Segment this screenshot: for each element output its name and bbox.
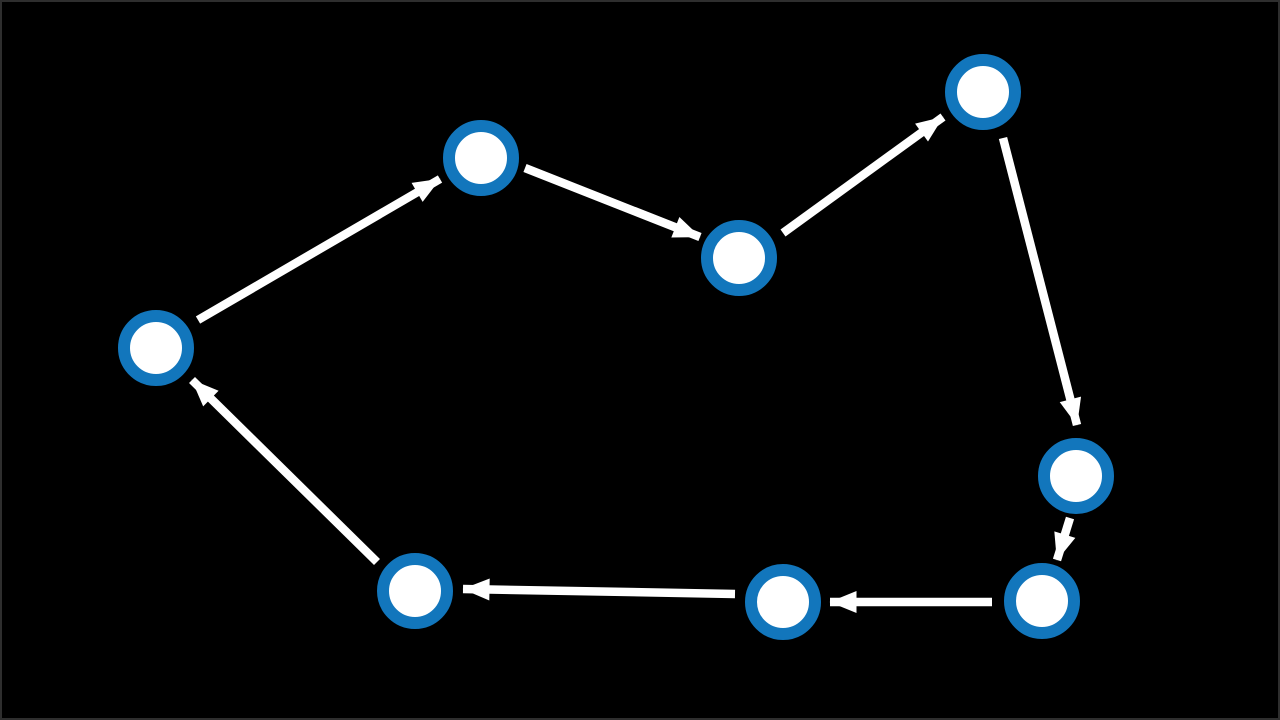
graph-node-n3	[701, 220, 777, 296]
graph-edge-n2-n3	[523, 164, 702, 241]
graph-edges-layer	[189, 113, 1082, 613]
graph-node-n4	[945, 54, 1021, 130]
graph-edge-n1-n2	[195, 175, 443, 324]
graph-nodes-layer	[118, 54, 1114, 640]
graph-node-n6	[1004, 563, 1080, 639]
graph-node-n5	[1038, 438, 1114, 514]
graph-edge-n4-n5	[998, 136, 1082, 427]
graph-edge-n3-n4	[780, 113, 946, 237]
graph-node-n8	[377, 553, 453, 629]
graph-edge-n5-n6	[1052, 516, 1076, 562]
graph-edge-n8-n1	[189, 376, 380, 566]
graph-edge-n7-n8	[462, 578, 736, 601]
graph-node-n2	[443, 120, 519, 196]
graph-node-n7	[745, 564, 821, 640]
graph-node-n1	[118, 310, 194, 386]
